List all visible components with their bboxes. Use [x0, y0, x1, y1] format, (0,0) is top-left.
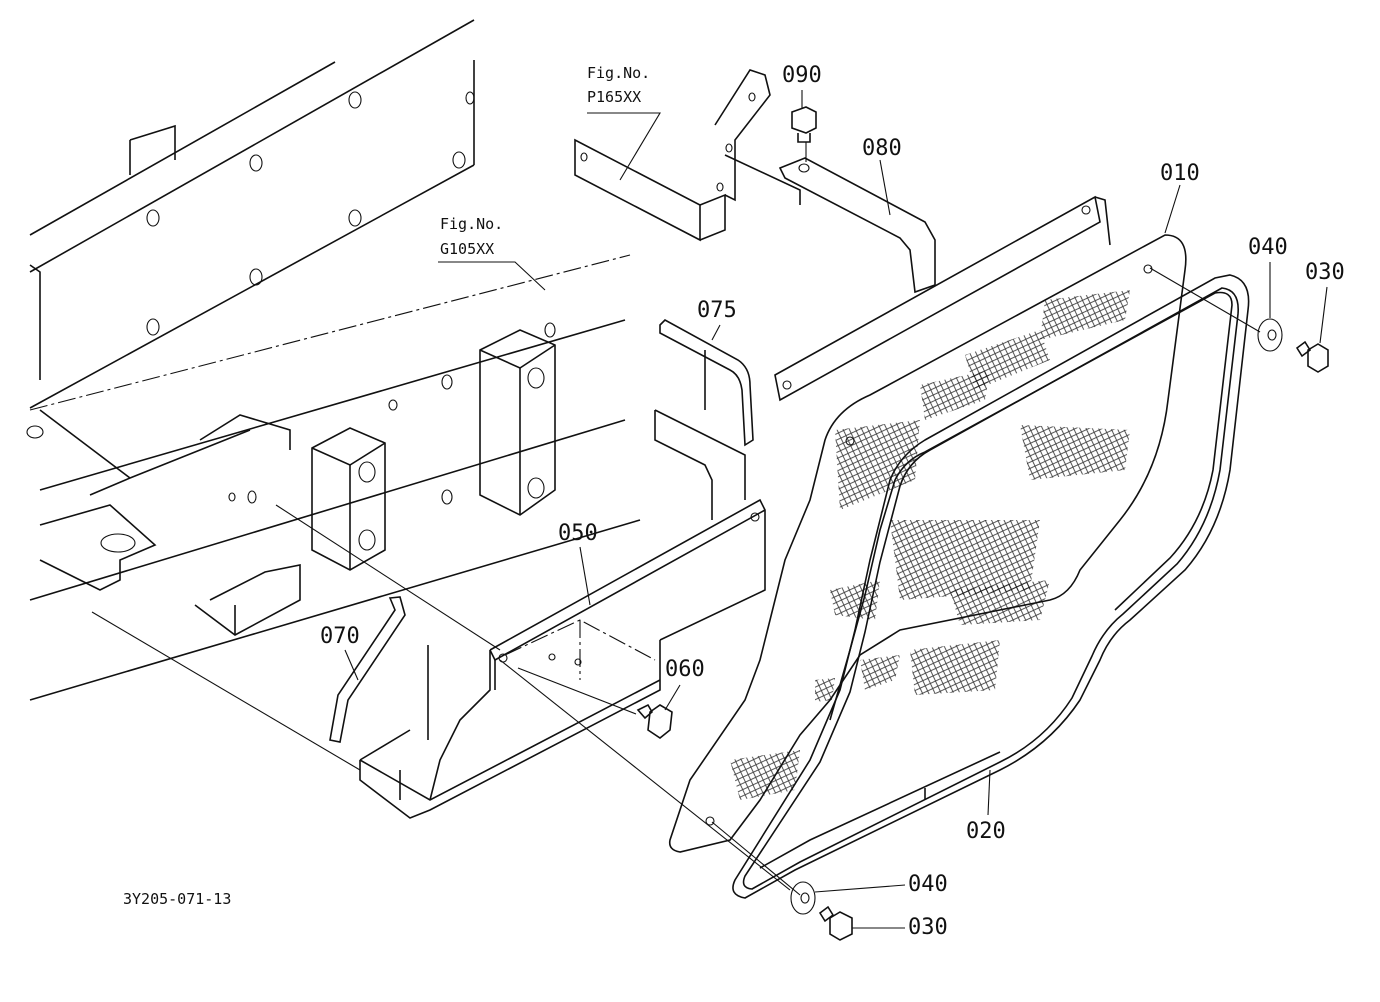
- bolt-030-lower-shape: [818, 905, 853, 941]
- washer-040-upper-shape: [1257, 318, 1283, 352]
- callout-030-lower: 030: [908, 915, 948, 940]
- callout-010: 010: [1160, 161, 1200, 186]
- fig-ref-g105-prefix: Fig.No.: [440, 215, 503, 233]
- callout-040-lower: 040: [908, 872, 948, 897]
- frame-rail: [26, 19, 641, 701]
- bolt-090-shape: [791, 106, 817, 143]
- leader-lines: [344, 90, 1328, 929]
- callout-040-upper: 040: [1248, 235, 1288, 260]
- rod-070: [329, 596, 429, 743]
- drawing-number: 3Y205-071-13: [123, 890, 231, 908]
- fig-ref-p165-code: P165XX: [587, 88, 641, 106]
- callout-020: 020: [966, 819, 1006, 844]
- bolt-030-upper-shape: [1295, 340, 1329, 373]
- gasket-020: [732, 274, 1250, 899]
- bracket-p165: [574, 69, 801, 242]
- callout-090: 090: [782, 63, 822, 88]
- cover-050: [359, 409, 766, 819]
- alignment-lines: [91, 142, 1261, 896]
- callout-080: 080: [862, 136, 902, 161]
- washer-040-lower-shape: [790, 881, 816, 915]
- support-bar: [774, 195, 1111, 402]
- callout-060: 060: [665, 657, 705, 682]
- fig-ref-g105-code: G105XX: [440, 240, 494, 258]
- bolt-060-shape: [636, 703, 673, 739]
- rod-075: [659, 319, 754, 447]
- bracket-080: [778, 157, 936, 294]
- spacer-block-upper: [479, 329, 556, 516]
- callout-075: 075: [697, 298, 737, 323]
- fig-ref-p165-prefix: Fig.No.: [587, 64, 650, 82]
- callout-030-upper: 030: [1305, 260, 1345, 285]
- callout-070: 070: [320, 624, 360, 649]
- spacer-block-lower: [311, 427, 386, 571]
- callout-050: 050: [558, 521, 598, 546]
- screen-panel-010: [668, 234, 1187, 853]
